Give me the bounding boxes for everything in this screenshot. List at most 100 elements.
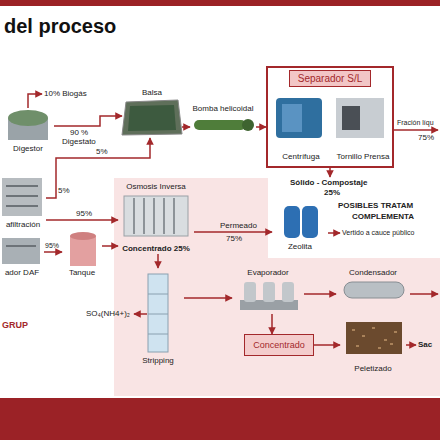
flow-connector xyxy=(184,297,232,299)
node-label: Zeolita xyxy=(288,242,312,252)
equipment-node: Digestor xyxy=(2,98,54,154)
flow-arrow xyxy=(410,293,438,295)
flow-arrow xyxy=(134,313,147,315)
digestor-dome xyxy=(8,110,48,126)
flow-connector xyxy=(194,231,272,233)
shaded-zone xyxy=(114,178,440,396)
pond xyxy=(122,100,182,135)
daf-pipe xyxy=(6,245,36,247)
zeolite-vessel xyxy=(284,206,300,238)
flow-connector xyxy=(102,245,118,247)
annotation-label: 10% Biogás xyxy=(44,89,87,99)
evaporator-vessel xyxy=(282,282,294,302)
annotation-label: 75% xyxy=(418,133,434,143)
screw-press-body xyxy=(336,98,384,138)
flow-arrow xyxy=(328,232,340,234)
screw-press-panel xyxy=(342,106,360,130)
node-label: afiltración xyxy=(6,220,40,230)
condenser-shell xyxy=(344,282,404,298)
pump-motor xyxy=(242,119,254,131)
equipment-node: Osmosis InversaConcentrado 25% xyxy=(118,182,194,254)
node-label: Evaporador xyxy=(247,268,288,278)
pond-water xyxy=(128,105,176,131)
annotation-label: 75% xyxy=(226,234,242,244)
equipment-node: afiltración xyxy=(0,172,46,230)
node-label: Peletizado xyxy=(354,364,391,374)
node-label: Tornillo Prensa xyxy=(337,152,390,162)
centrifuge-panel xyxy=(282,104,302,132)
flow-connector xyxy=(256,126,266,128)
flow-arrow xyxy=(329,168,331,177)
node-label: Centrífuga xyxy=(282,152,319,162)
annotation-label: POSIBLES TRATAM xyxy=(338,201,413,211)
ultrafiltration-pipes xyxy=(6,186,38,206)
flow-connector xyxy=(54,116,122,126)
annotation-label: Permeado xyxy=(220,221,257,231)
group-box: Separador S/L Centrífuga Tornillo Prensa xyxy=(266,66,394,168)
annotation-label: SO₄(NH4+)₂ xyxy=(86,309,130,319)
annotation-label: COMPLEMENTA xyxy=(352,212,414,222)
bottom-band xyxy=(0,398,440,440)
node-label: Bomba helicoidal xyxy=(193,104,254,114)
node-label: Condensador xyxy=(349,268,397,278)
equipment-node: Balsa xyxy=(122,88,182,138)
flow-connector xyxy=(304,293,336,295)
pellet-grains xyxy=(352,328,397,348)
diagram-title: del proceso xyxy=(4,14,116,38)
annotation-label: GRUP xyxy=(2,320,28,330)
equipment-node: Peletizado xyxy=(340,318,406,374)
flow-connector xyxy=(314,344,340,346)
node-label: Digestor xyxy=(13,144,43,154)
equipment-node: Bomba helicoidal xyxy=(190,104,256,140)
annotation-label: Sac xyxy=(418,340,432,350)
stripping-stages xyxy=(148,294,168,334)
node-label: Stripping xyxy=(142,356,174,366)
annotation-label: 25% xyxy=(324,188,340,198)
flow-connector xyxy=(157,254,159,268)
equipment-node: Tanque xyxy=(62,228,102,278)
annotation-label: Fración líqu xyxy=(397,118,434,128)
flow-connector xyxy=(46,219,118,221)
flow-connector xyxy=(46,138,150,198)
equipment-node: Zeolita xyxy=(272,200,328,252)
node-label: Concentrado xyxy=(253,340,305,350)
ultrafiltration-unit xyxy=(2,178,42,216)
centrifuge-body xyxy=(276,98,322,138)
annotation-label: 95% xyxy=(45,241,59,251)
zeolite-vessel xyxy=(302,206,318,238)
top-band xyxy=(0,0,440,6)
annotation-label: 95% xyxy=(76,209,92,219)
equipment-node: Centrífuga xyxy=(272,92,330,162)
tank-top xyxy=(70,232,96,240)
flow-arrow xyxy=(28,94,42,108)
annotation-label: Vertido a cauce público xyxy=(342,228,414,238)
node-label: Tanque xyxy=(69,268,95,278)
annotation-label: 5% xyxy=(58,186,70,196)
equipment-node: Evaporador xyxy=(232,268,304,314)
node-label: Concentrado 25% xyxy=(122,244,190,254)
osmosis-membranes xyxy=(134,198,174,234)
pellets xyxy=(346,322,402,354)
flow-arrow xyxy=(394,129,438,131)
equipment-node: Condensador xyxy=(336,268,410,308)
node-label: Balsa xyxy=(142,88,162,98)
annotation-label: Digestato xyxy=(62,137,96,147)
evaporator-vessel xyxy=(263,282,275,302)
annotation-label: 90 % xyxy=(70,128,88,138)
stripping-column xyxy=(148,274,168,352)
equipment-node: Stripping xyxy=(132,268,184,366)
evaporator-vessel xyxy=(244,282,256,302)
tank-body xyxy=(70,236,96,266)
flow-connector xyxy=(182,126,190,128)
osmosis-rack xyxy=(124,196,188,236)
annotation-label: Sólido - Compostaje xyxy=(290,178,367,188)
result-box: Concentrado xyxy=(244,334,314,356)
node-label: ador DAF xyxy=(5,268,39,278)
node-label: Separador S/L xyxy=(289,70,372,87)
flow-arrow xyxy=(406,344,416,346)
node-label: Osmosis Inversa xyxy=(126,182,186,192)
flow-connector xyxy=(271,314,273,334)
pump-body xyxy=(194,120,246,130)
